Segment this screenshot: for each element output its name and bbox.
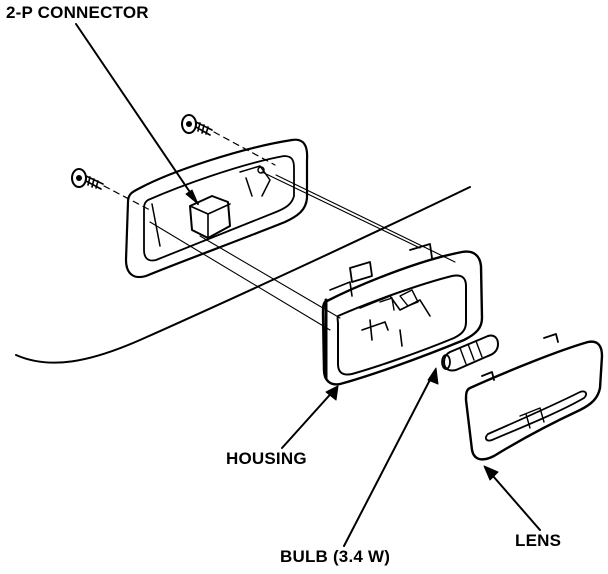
assembly-line-1 <box>261 171 421 249</box>
leader-connector <box>75 23 199 205</box>
housing <box>321 243 484 386</box>
bulb-label: BULB (3.4 W) <box>280 547 391 566</box>
screw-alignment-line-lower <box>103 185 151 211</box>
bulb <box>441 334 499 372</box>
mounting-bracket <box>124 138 309 279</box>
assembly-line-4 <box>199 235 341 319</box>
screw-upper <box>181 114 213 136</box>
lens <box>464 333 604 461</box>
leader-housing <box>281 385 339 449</box>
ceiling-panel-edge <box>15 186 471 364</box>
leader-lens <box>483 465 541 531</box>
housing-label: HOUSING <box>226 449 307 468</box>
assembly-line-2 <box>275 174 456 263</box>
connector-label: 2-P CONNECTOR <box>6 3 149 22</box>
screw-lower <box>71 168 104 190</box>
lens-label: LENS <box>515 531 562 550</box>
leader-bulb <box>343 367 439 547</box>
assembly-line-3 <box>149 221 331 331</box>
connector-block <box>189 195 231 239</box>
